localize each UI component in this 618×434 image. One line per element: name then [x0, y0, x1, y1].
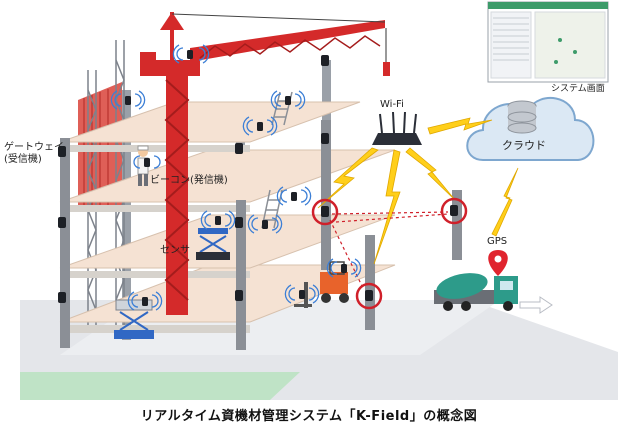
forklift	[294, 261, 349, 308]
wireless-links	[317, 117, 519, 265]
beacon-signal-waves	[110, 44, 362, 311]
beacon-label: ビーコン(発信機)	[150, 175, 228, 186]
floor-slabs	[59, 101, 396, 333]
scissor-lift-upper	[196, 228, 230, 260]
beacon-devices	[125, 50, 347, 306]
gateway-devices	[58, 55, 458, 303]
gateway-highlight-rings	[311, 197, 468, 310]
mixer-truck	[434, 273, 518, 311]
sensor-links	[329, 211, 449, 287]
truck-direction-arrow	[519, 296, 553, 314]
cloud-label: クラウド	[502, 139, 546, 152]
system-screen-thumbnail	[487, 1, 609, 83]
sensor-label: センサ	[160, 245, 190, 256]
system-screen-label: システム画面	[551, 84, 605, 94]
tower-crane	[140, 12, 390, 315]
gps-label: GPS	[487, 236, 508, 247]
figure-caption: リアルタイム資機材管理システム「K-Field」の概念図	[140, 409, 478, 424]
gateway-label-line2: (受信機)	[4, 153, 42, 165]
cloud-icon	[466, 96, 595, 161]
gateway-label: ゲートウェイ (受信機)	[4, 142, 64, 165]
wifi-label: Wi-Fi	[380, 99, 404, 110]
ground-green-strip	[20, 372, 300, 400]
gateway-label-line1: ゲートウェイ	[4, 142, 64, 153]
wifi-router-icon	[372, 111, 422, 145]
gps-pin-icon	[488, 250, 508, 276]
building-front-columns	[60, 120, 462, 350]
worker	[137, 145, 149, 186]
